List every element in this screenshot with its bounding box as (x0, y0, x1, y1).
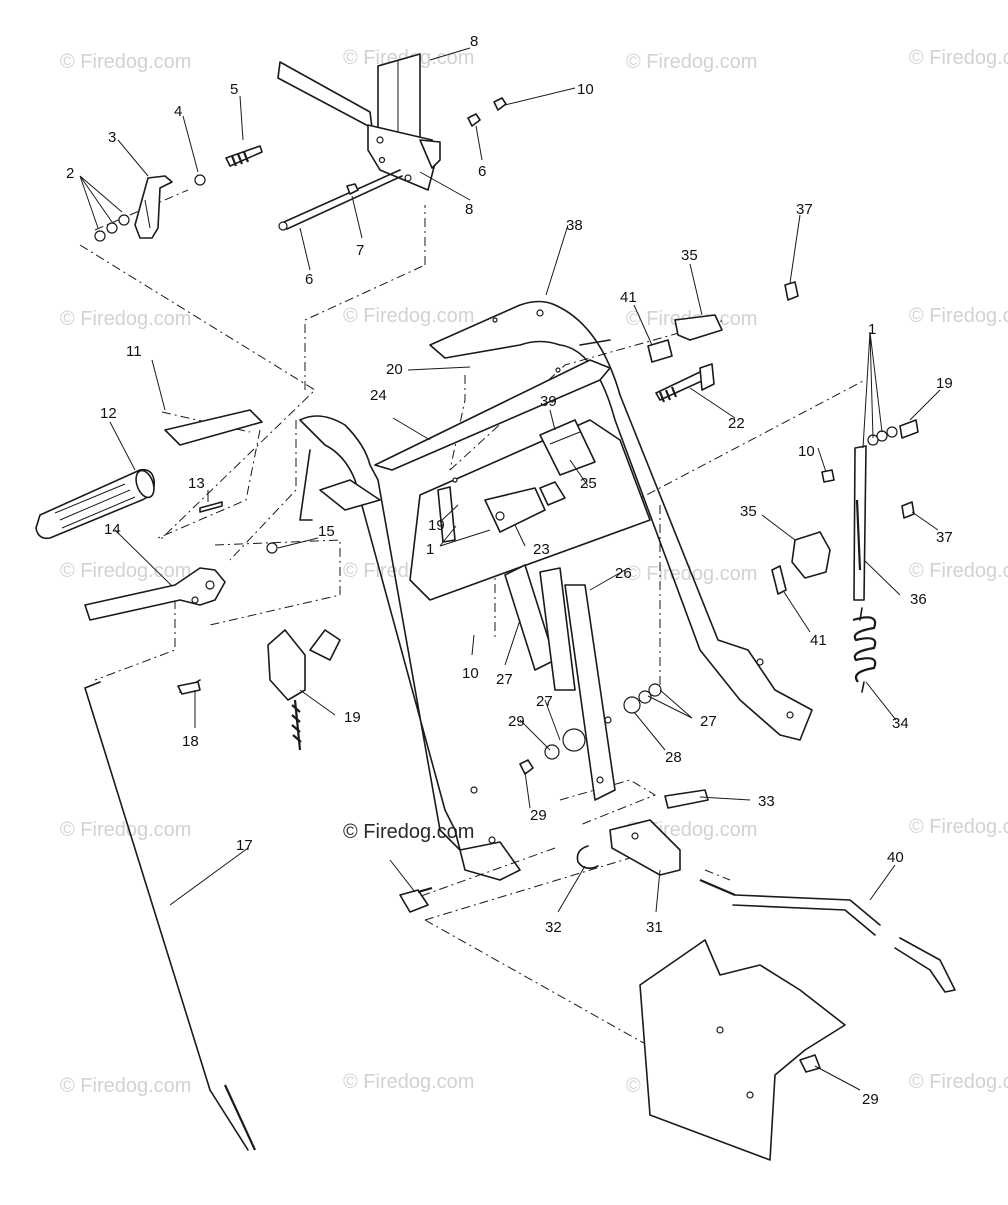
part-5-bolt (278, 97, 507, 231)
part-13-lever (84, 542, 278, 621)
part-38-handle (299, 300, 813, 881)
part-24-25-strips (504, 564, 616, 801)
part-34-spring (852, 607, 877, 693)
callout-label: 15 (318, 523, 335, 540)
callout-label: 31 (646, 919, 663, 936)
callout-label: 7 (356, 242, 364, 259)
callout-label: 29 (508, 713, 525, 730)
callout-label: 13 (188, 475, 205, 492)
part-40-cable (699, 878, 956, 993)
part-20-bolt (655, 363, 715, 403)
callout-label: 27 (496, 671, 513, 688)
cover-plate (639, 939, 846, 1161)
lower-bolt (399, 886, 433, 913)
part-35-switch-upper (647, 281, 799, 363)
watermark: © Firedog.com (60, 308, 191, 330)
callout-label: 32 (545, 919, 562, 936)
callout-label: 41 (620, 289, 637, 306)
watermark: © Firedog.com (909, 305, 1008, 327)
watermark: © Firedog.com (909, 1071, 1008, 1093)
washers-26-29 (519, 683, 662, 775)
watermark: © Firedog.com (626, 51, 757, 73)
part-11-grip (35, 409, 263, 540)
callout-label: 36 (910, 591, 927, 608)
callout-label: 10 (577, 81, 594, 98)
callout-label: 19 (936, 375, 953, 392)
watermark: © Firedog.com (343, 305, 474, 327)
watermark-center: © Firedog.com (343, 821, 474, 843)
callout-label: 26 (615, 565, 632, 582)
part-8-block (277, 53, 441, 191)
part-23-crossbar (319, 359, 651, 601)
callout-label: 28 (665, 749, 682, 766)
callout-label: 20 (386, 361, 403, 378)
callout-label: 2 (66, 165, 74, 182)
callout-label: 1 (868, 321, 876, 338)
callout-label: 8 (470, 33, 478, 50)
callout-label: 4 (174, 103, 182, 120)
watermark: © Firedog.com (909, 47, 1008, 69)
watermark: © Firedog.com (343, 1071, 474, 1093)
watermark: © Firedog.com (909, 560, 1008, 582)
callout-label: 27 (536, 693, 553, 710)
callout-label: 17 (236, 837, 253, 854)
part-36-rod (821, 419, 919, 601)
callout-label: 8 (465, 201, 473, 218)
callout-label: 39 (540, 393, 557, 410)
callout-label: 19 (428, 517, 445, 534)
watermark: © Firedog.com (60, 51, 191, 73)
callout-label: 37 (796, 201, 813, 218)
callout-label: 6 (478, 163, 486, 180)
callout-label: 22 (728, 415, 745, 432)
callout-label: 18 (182, 733, 199, 750)
callout-label: 3 (108, 129, 116, 146)
watermark: © Firedog.com (60, 819, 191, 841)
callout-label: 38 (566, 217, 583, 234)
callout-label: 11 (126, 343, 142, 360)
callout-labels: 8 10 5 4 3 2 6 8 6 7 37 38 35 41 1 19 11… (66, 33, 953, 1108)
callout-label: 1 (426, 541, 434, 558)
callout-label: 37 (936, 529, 953, 546)
callout-label: 35 (681, 247, 698, 264)
callout-label: 10 (798, 443, 815, 460)
callout-label: 34 (892, 715, 909, 732)
callout-label: 29 (862, 1091, 879, 1108)
callout-label: 24 (370, 387, 387, 404)
callout-label: 5 (230, 81, 238, 98)
part-15-rod (84, 679, 256, 1151)
part-2-lever (94, 145, 263, 242)
callout-label: 29 (530, 807, 547, 824)
callout-label: 23 (533, 541, 550, 558)
part-35-switch-lower (771, 501, 915, 595)
callout-label: 41 (810, 632, 827, 649)
callout-label: 14 (104, 521, 121, 538)
watermark: © Firedog.com (60, 1075, 191, 1097)
leader-lines (79, 47, 941, 1091)
callout-label: 10 (462, 665, 479, 682)
part-31-clevis (576, 789, 709, 876)
callout-label: 19 (344, 709, 361, 726)
watermark: © Firedog.com (60, 560, 191, 582)
part-17-bracket (267, 629, 341, 751)
callout-label: 33 (758, 793, 775, 810)
callout-label: 35 (740, 503, 757, 520)
callout-label: 12 (100, 405, 117, 422)
callout-label: 27 (700, 713, 717, 730)
callout-label: 6 (305, 271, 313, 288)
watermark: © Firedog.com (909, 816, 1008, 838)
callout-label: 25 (580, 475, 597, 492)
callout-label: 40 (887, 849, 904, 866)
